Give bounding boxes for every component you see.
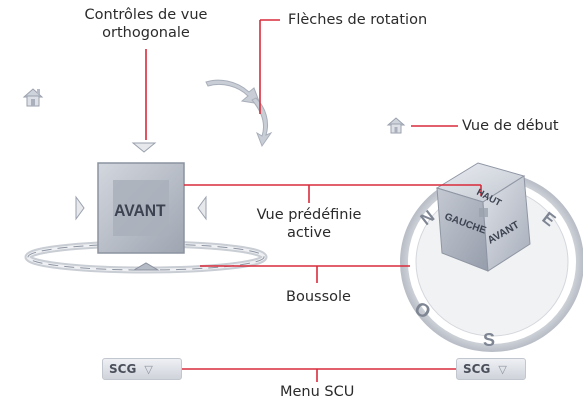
ucs-menu-label-right: SCG <box>463 362 491 376</box>
callout-preset-line1: Vue prédéfinie <box>256 207 362 223</box>
callout-compass: Boussole <box>286 289 351 305</box>
ortho-arrow-left-icon[interactable] <box>75 195 85 221</box>
callout-ortho-line2: orthogonale <box>102 25 190 41</box>
rotation-arrows-icon[interactable] <box>205 79 273 148</box>
callout-preset-line2: active <box>286 225 332 241</box>
compass-s: S <box>483 330 495 350</box>
ucs-menu-label-left: SCG <box>109 362 137 376</box>
chevron-down-icon: ▽ <box>498 362 507 376</box>
chevron-down-icon: ▽ <box>144 362 153 376</box>
callout-ucs-menu: Menu SCU <box>280 384 355 400</box>
ortho-arrow-right-icon[interactable] <box>197 195 207 221</box>
home-icon[interactable] <box>22 88 44 107</box>
ucs-menu-button-right[interactable]: SCG ▽ <box>456 358 526 380</box>
callout-rotation-arrows: Flèches de rotation <box>288 12 428 28</box>
callout-ortho-line1: Contrôles de vue <box>84 7 208 23</box>
leader-lines <box>145 19 482 382</box>
callout-ortho-controls: Contrôles de vue orthogonale <box>72 6 220 42</box>
ucs-menu-button-left[interactable]: SCG ▽ <box>102 358 182 380</box>
callout-active-preset: Vue prédéfinie active <box>238 206 380 242</box>
front-face-button[interactable] <box>97 162 185 254</box>
front-face-label: AVANT <box>114 201 166 220</box>
ortho-arrow-top-icon[interactable] <box>131 142 157 153</box>
view-cube[interactable] <box>435 162 531 272</box>
home-icon-right[interactable] <box>386 117 406 134</box>
callout-home-view: Vue de début <box>462 118 559 134</box>
